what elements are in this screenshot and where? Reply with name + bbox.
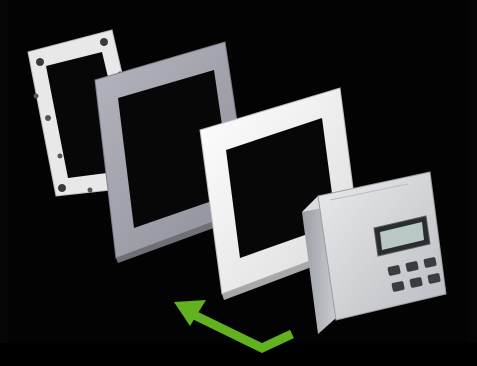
control-unit bbox=[302, 172, 446, 334]
double-arrow-icon bbox=[174, 300, 292, 348]
